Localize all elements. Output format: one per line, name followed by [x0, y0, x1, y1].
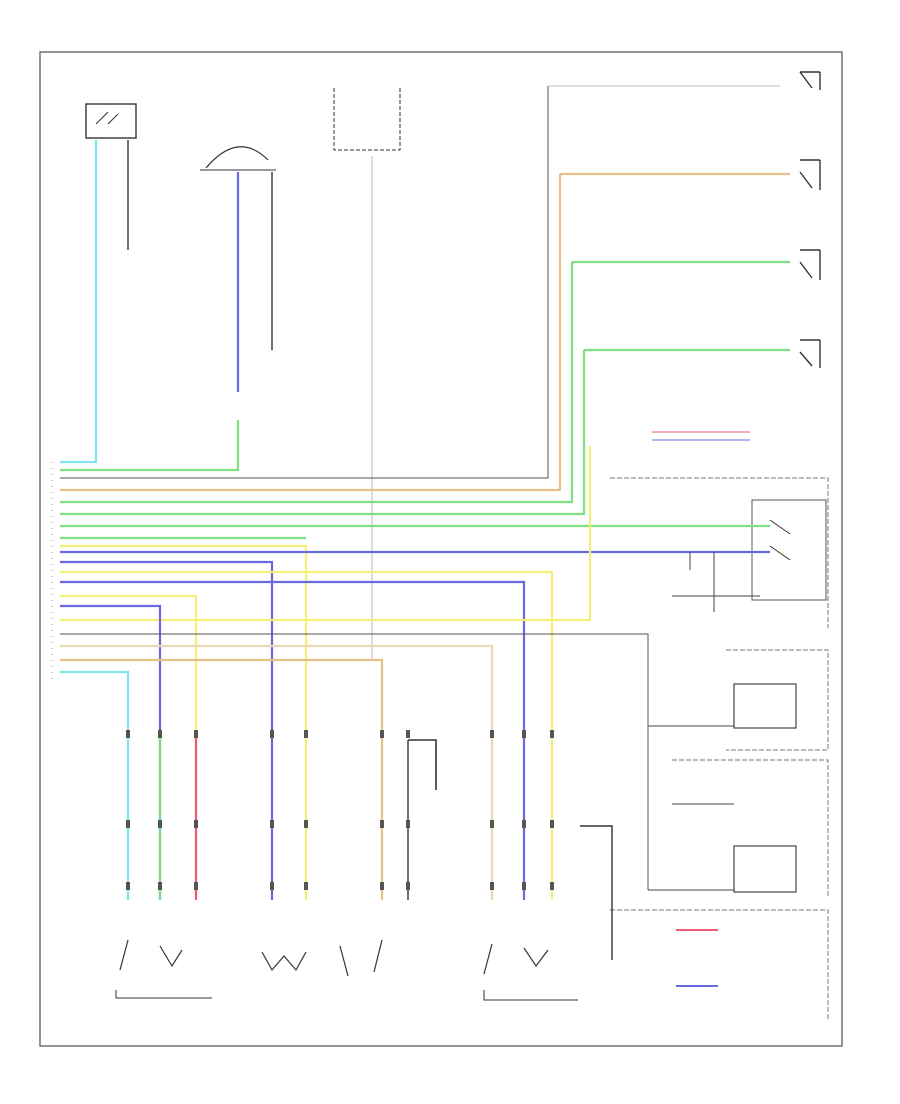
- connector-tick: [380, 820, 384, 828]
- component-top-center-fuse: [333, 88, 401, 151]
- connector-tick: [270, 820, 274, 828]
- connector-tick: [522, 882, 526, 890]
- connector-tick: [194, 820, 198, 828]
- diagram-frame: [39, 51, 843, 1047]
- connector-tick: [158, 882, 162, 890]
- switch-assembly-bottom-2: [261, 951, 307, 972]
- connector-tick: [304, 730, 308, 738]
- connector-tick: [158, 730, 162, 738]
- connector-tick: [550, 820, 554, 828]
- connector-tick: [194, 882, 198, 890]
- connector-tick: [270, 882, 274, 890]
- switch-group-right: [799, 71, 821, 368]
- connector-tick: [406, 730, 410, 738]
- connector-tick: [380, 882, 384, 890]
- connector-tick: [490, 730, 494, 738]
- connector-tick: [490, 882, 494, 890]
- connector-tick: [406, 820, 410, 828]
- connector-tick: [158, 820, 162, 828]
- connector-tick: [270, 730, 274, 738]
- connector-tick: [550, 730, 554, 738]
- module-boxes-right: [610, 477, 829, 1020]
- connector-tick: [406, 882, 410, 890]
- connector-tick: [304, 820, 308, 828]
- connector-tick: [380, 730, 384, 738]
- switch-assembly-bottom-4: [483, 943, 578, 1001]
- connector-tick: [126, 882, 130, 890]
- switch-assembly-bottom-3: [339, 939, 383, 977]
- connector-tick: [304, 882, 308, 890]
- wires: [60, 85, 790, 987]
- connector-tick: [550, 882, 554, 890]
- connector-tick: [126, 820, 130, 828]
- connector-markers: [126, 730, 554, 890]
- connector-tick: [194, 730, 198, 738]
- component-top-left-1: [85, 103, 137, 139]
- connector-tick: [522, 730, 526, 738]
- connector-tick: [126, 730, 130, 738]
- connector-tick: [490, 820, 494, 828]
- switch-assembly-bottom-1: [115, 939, 212, 999]
- connector-tick: [522, 820, 526, 828]
- component-top-left-2: [200, 146, 276, 171]
